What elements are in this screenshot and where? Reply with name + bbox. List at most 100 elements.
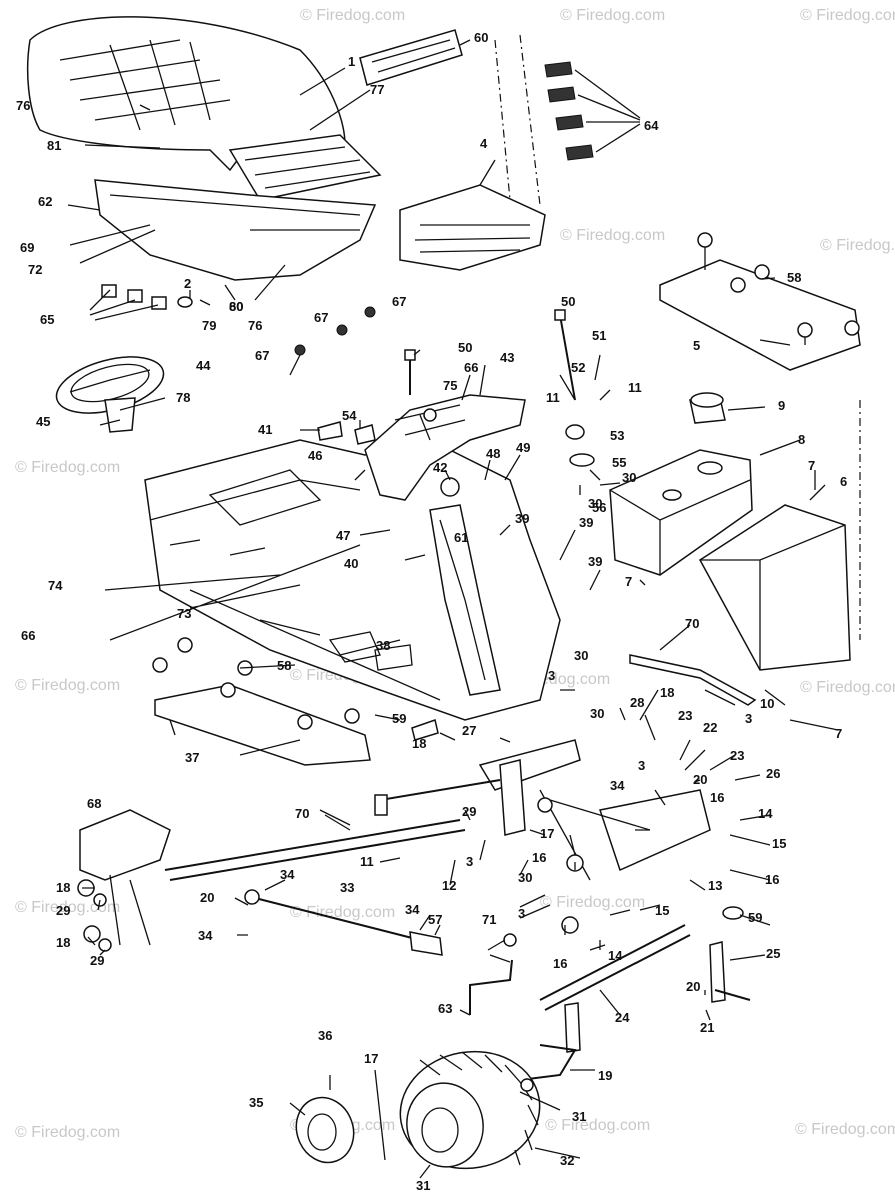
part-number-label: 3 xyxy=(518,906,525,921)
watermark-text: © Firedog.com xyxy=(820,237,895,254)
part-number-label: 30 xyxy=(622,470,636,485)
watermark-text: © Firedog.com xyxy=(800,7,895,24)
hub-cap-drawing xyxy=(295,1096,355,1164)
part-number-label: 23 xyxy=(730,748,744,763)
part-number-label: 77 xyxy=(370,82,384,97)
part-number-label: 78 xyxy=(176,390,190,405)
part-number-label: 36 xyxy=(318,1028,332,1043)
part-number-label: 3 xyxy=(548,668,555,683)
watermark-text: © Firedog.com xyxy=(545,1117,650,1134)
part-number-label: 8 xyxy=(798,432,805,447)
part-number-label: 40 xyxy=(344,556,358,571)
part-number-label: 39 xyxy=(579,515,593,530)
part-number-label: 20 xyxy=(200,890,214,905)
part-number-label: 73 xyxy=(177,606,191,621)
part-number-label: 22 xyxy=(703,720,717,735)
part-number-label: 76 xyxy=(248,318,262,333)
part-number-label: 46 xyxy=(308,448,322,463)
part-number-label: 68 xyxy=(87,796,101,811)
watermark-text: © Firedog.com xyxy=(15,459,120,476)
part-number-label: 39 xyxy=(588,554,602,569)
part-number-label: 51 xyxy=(592,328,606,343)
part-number-label: 39 xyxy=(515,511,529,526)
part-number-label: 81 xyxy=(47,138,61,153)
part-number-label: 50 xyxy=(458,340,472,355)
part-number-label: 70 xyxy=(295,806,309,821)
part-number-label: 7 xyxy=(808,458,815,473)
drag-link-drawing xyxy=(244,889,443,956)
part-number-label: 70 xyxy=(685,616,699,631)
watermark-text: © Firedog.com xyxy=(560,227,665,244)
part-number-label: 14 xyxy=(608,948,623,963)
part-number-label: 34 xyxy=(405,902,420,917)
part-number-label: 6 xyxy=(840,474,847,489)
part-number-label: 52 xyxy=(571,360,585,375)
part-number-label: 75 xyxy=(443,378,457,393)
part-number-label: 16 xyxy=(532,850,546,865)
grille-bar-drawing xyxy=(359,29,463,86)
part-number-label: 35 xyxy=(249,1095,263,1110)
part-number-label: 60 xyxy=(474,30,488,45)
part-number-label: 31 xyxy=(416,1178,430,1193)
part-number-label: 30 xyxy=(574,648,588,663)
part-number-label: 5 xyxy=(693,338,700,353)
part-number-label: 13 xyxy=(708,878,722,893)
part-number-label: 15 xyxy=(772,836,786,851)
steering-wheel-drawing xyxy=(55,356,165,433)
part-number-label: 30 xyxy=(590,706,604,721)
part-number-label: 42 xyxy=(433,460,447,475)
part-number-label: 67 xyxy=(314,310,328,325)
part-number-label: 29 xyxy=(90,953,104,968)
part-number-label: 54 xyxy=(342,408,357,423)
part-number-label: 20 xyxy=(686,979,700,994)
axle-assembly-drawing xyxy=(478,654,757,934)
part-number-label: 10 xyxy=(760,696,774,711)
part-number-label: 79 xyxy=(202,318,216,333)
part-number-label: 65 xyxy=(40,312,54,327)
part-number-label: 4 xyxy=(480,136,488,151)
part-number-label: 24 xyxy=(615,1010,630,1025)
part-number-label: 25 xyxy=(766,946,780,961)
part-number-label: 3 xyxy=(466,854,473,869)
watermark-text: © Firedog.com xyxy=(300,7,405,24)
part-number-label: 34 xyxy=(198,928,213,943)
part-number-label: 57 xyxy=(428,912,442,927)
part-number-label: 31 xyxy=(572,1109,586,1124)
part-number-label: 34 xyxy=(610,778,625,793)
shield-plate-5-drawing xyxy=(659,232,861,371)
part-number-label: 27 xyxy=(462,723,476,738)
part-number-label: 76 xyxy=(16,98,30,113)
part-number-label: 67 xyxy=(392,294,406,309)
part-number-label: 30 xyxy=(518,870,532,885)
part-number-label: 29 xyxy=(56,903,70,918)
part-number-label: 32 xyxy=(560,1153,574,1168)
part-number-label: 16 xyxy=(765,872,779,887)
watermark-text: © Firedog.com xyxy=(290,904,395,921)
battery-box-drawing xyxy=(699,400,861,671)
part-number-label: 49 xyxy=(516,440,530,455)
part-number-label: 2 xyxy=(184,276,191,291)
part-number-label: 17 xyxy=(540,826,554,841)
part-number-label: 20 xyxy=(693,772,707,787)
part-number-label: 16 xyxy=(553,956,567,971)
part-number-label: 34 xyxy=(280,867,295,882)
part-number-label: 21 xyxy=(700,1020,714,1035)
part-number-label: 66 xyxy=(21,628,35,643)
part-number-label: 62 xyxy=(38,194,52,209)
part-number-label: 64 xyxy=(644,118,659,133)
part-number-label: 41 xyxy=(258,422,272,437)
pedal-arm-drawing xyxy=(429,504,501,696)
part-number-label: 61 xyxy=(454,530,468,545)
part-number-label: 17 xyxy=(364,1051,378,1066)
part-number-label: 18 xyxy=(56,880,70,895)
part-number-label: 11 xyxy=(546,390,560,405)
part-number-label: 18 xyxy=(660,685,674,700)
part-number-label: 47 xyxy=(336,528,350,543)
part-number-label: 45 xyxy=(36,414,50,429)
part-number-label: 18 xyxy=(412,736,426,751)
hood-drawing xyxy=(26,16,382,281)
watermark-text: © Firedog.com xyxy=(15,899,120,916)
part-number-label: 59 xyxy=(748,910,762,925)
part-number-label: 26 xyxy=(766,766,780,781)
